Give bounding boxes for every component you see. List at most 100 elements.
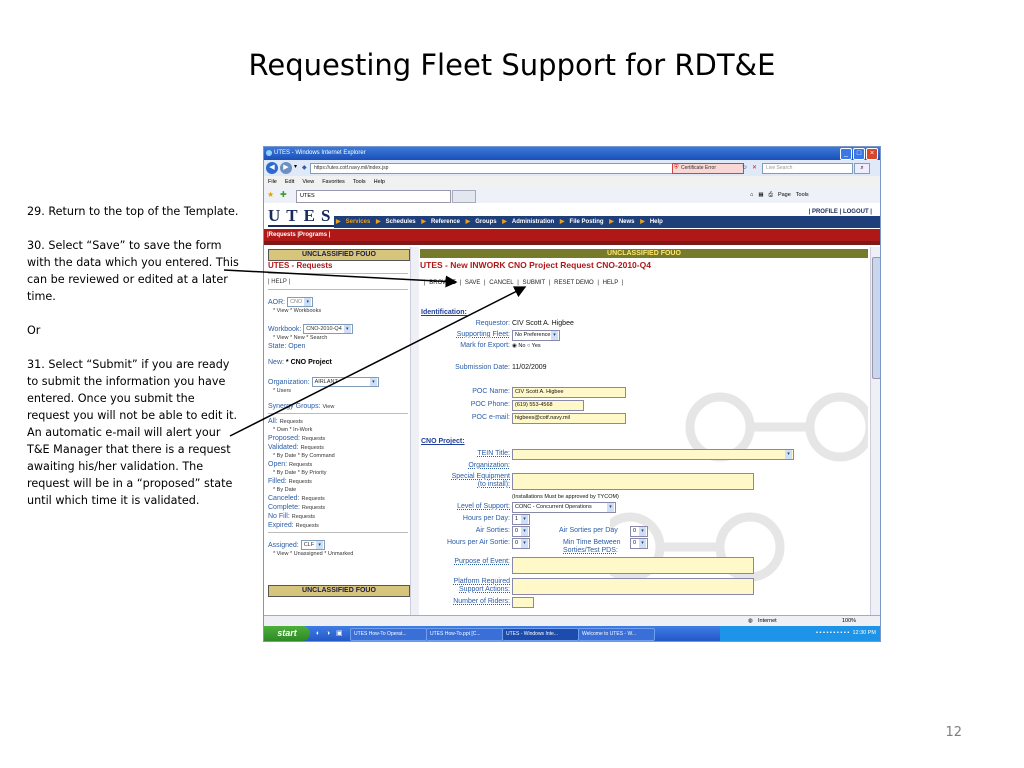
submit-button[interactable]: SUBMIT <box>522 280 546 286</box>
cancel-button[interactable]: CANCEL <box>489 280 514 286</box>
profile-link[interactable]: PROFILE <box>811 209 838 215</box>
task-utes-windows-ie[interactable]: UTES - Windows Inte... <box>502 628 579 641</box>
export-yes-radio[interactable]: ○ <box>526 343 531 349</box>
tab-utes[interactable]: UTES <box>296 190 451 203</box>
save-button[interactable]: SAVE <box>464 280 481 286</box>
home-icon[interactable]: ⌂ <box>750 192 754 198</box>
url-input[interactable]: https://utes.cotf.navy.mil/index.jsp <box>310 163 679 174</box>
supporting-fleet-select[interactable]: No Preference▾ <box>512 330 560 341</box>
assigned-select[interactable]: CLF▾ <box>300 540 326 550</box>
organization-links[interactable]: * Users <box>273 388 292 394</box>
poc-name-input[interactable]: CIV Scott A. Higbee <box>512 387 626 398</box>
menu-help[interactable]: Help <box>373 179 385 185</box>
export-no-radio[interactable]: ◉ <box>512 343 517 349</box>
new-tab-button[interactable] <box>452 190 476 203</box>
riders-label[interactable]: Number of Riders: <box>453 598 510 605</box>
nav-news[interactable]: News <box>618 219 635 225</box>
workbook-links[interactable]: * View * New * Search <box>273 335 328 341</box>
special-equipment-label-2[interactable]: (to install): <box>477 481 510 488</box>
tein-title-select[interactable]: ▾ <box>512 449 794 460</box>
scrollbar-thumb[interactable] <box>872 257 880 379</box>
minimize-button[interactable]: _ <box>840 148 852 160</box>
nav-administration[interactable]: Administration <box>511 219 555 225</box>
search-icon[interactable]: ⌕ <box>854 163 870 174</box>
open-links[interactable]: * By Date * By Priority <box>273 470 327 476</box>
add-favorite-icon[interactable]: ✚ <box>280 190 287 199</box>
logout-link[interactable]: LOGOUT <box>842 209 869 215</box>
validated-links[interactable]: * By Date * By Command <box>273 453 335 459</box>
nav-services[interactable]: Services <box>345 219 371 225</box>
poc-phone-input[interactable]: (619) 553-4568 <box>512 400 584 411</box>
min-time-label-2[interactable]: Sorties/Test PDS: <box>563 547 618 554</box>
menu-file[interactable]: File <box>268 179 277 185</box>
task-utes-how-to-ppt[interactable]: UTES How-To.ppt [C... <box>426 628 503 641</box>
back-button[interactable]: ◀ <box>266 162 278 174</box>
quicklaunch-outlook-icon[interactable]: ◑ <box>326 630 331 637</box>
min-time-select[interactable]: 0▾ <box>630 538 648 549</box>
nav-groups[interactable]: Groups <box>475 219 497 225</box>
certificate-error-badge[interactable]: Certificate Error <box>672 163 744 174</box>
form-scrollbar[interactable] <box>870 247 880 615</box>
feeds-icon[interactable]: ▦ <box>758 192 764 198</box>
reset-demo-button[interactable]: RESET DEMO <box>554 280 594 286</box>
form-help-button[interactable]: HELP <box>602 280 619 286</box>
riders-input[interactable] <box>512 597 534 608</box>
search-input[interactable]: Live Search <box>762 163 853 174</box>
platform-label-2[interactable]: Support Actions: <box>459 586 510 593</box>
sidebar-help-link[interactable]: | HELP | <box>268 279 291 285</box>
purpose-textarea[interactable] <box>512 557 754 574</box>
all-links[interactable]: * Own * In-Work <box>273 427 313 433</box>
sidebar-scrollbar[interactable] <box>410 247 419 615</box>
forward-button[interactable]: ▶ <box>280 162 292 174</box>
level-of-support-select[interactable]: CONC - Concurrent Operations▾ <box>512 502 616 513</box>
history-dropdown-icon[interactable]: ▾ <box>294 164 298 170</box>
aor-select[interactable]: CNO▾ <box>287 297 314 307</box>
nav-file-posting[interactable]: File Posting <box>569 219 604 225</box>
hours-per-day-select[interactable]: 1▾ <box>512 514 530 525</box>
poc-email-input[interactable]: higbees@cotf.navy.mil <box>512 413 626 424</box>
task-welcome-to-utes[interactable]: Welcome to UTES - W... <box>578 628 655 641</box>
maximize-button[interactable]: □ <box>853 148 865 160</box>
aor-links[interactable]: * View * Workbooks <box>273 308 322 314</box>
close-button[interactable]: × <box>866 148 878 160</box>
nav-schedules[interactable]: Schedules <box>385 219 416 225</box>
print-icon[interactable]: ⎙ <box>768 192 773 198</box>
quicklaunch-ie-icon[interactable]: ◐ <box>316 630 321 637</box>
utes-logo[interactable]: UTES <box>268 206 337 225</box>
air-sorties-per-day-select[interactable]: 0▾ <box>630 526 648 537</box>
air-sorties-select[interactable]: 0▾ <box>512 526 530 537</box>
organization-label[interactable]: Organization: <box>468 462 510 469</box>
menu-view[interactable]: View <box>302 179 315 185</box>
nav-help[interactable]: Help <box>649 219 663 225</box>
special-equipment-textarea[interactable] <box>512 473 754 490</box>
refresh-icon[interactable]: ↻ <box>742 165 748 171</box>
synergy-view-link[interactable]: View <box>322 404 335 410</box>
hours-per-sortie-select[interactable]: 0▾ <box>512 538 530 549</box>
menu-favorites[interactable]: Favorites <box>322 179 345 185</box>
platform-textarea[interactable] <box>512 578 754 595</box>
tray-icons[interactable]: ▪ ▪ ▪ ▪ ▪ ▪ ▪ ▪ ▪ ▪ <box>816 630 853 636</box>
browse-button[interactable]: BROWSE <box>429 280 456 286</box>
workbook-select[interactable]: CNO-2010-Q4▾ <box>303 324 353 334</box>
sub-nav[interactable]: |Requests |Programs | <box>264 229 880 241</box>
nav-reference[interactable]: Reference <box>430 219 460 225</box>
favorites-star-icon[interactable]: ★ <box>267 190 275 199</box>
supporting-fleet-label[interactable]: Supporting Fleet: <box>456 331 510 338</box>
platform-label[interactable]: Platform Required <box>453 578 510 585</box>
task-utes-how-to-operat[interactable]: UTES How-To Operat... <box>350 628 427 641</box>
tools-menu[interactable]: Tools <box>795 192 809 198</box>
purpose-label[interactable]: Purpose of Event: <box>454 558 510 565</box>
stop-icon[interactable]: ✕ <box>752 165 758 171</box>
menu-edit[interactable]: Edit <box>284 179 295 185</box>
quicklaunch-desktop-icon[interactable]: ▣ <box>336 630 343 637</box>
zoom-level[interactable]: 100% <box>842 618 857 624</box>
menu-tools[interactable]: Tools <box>352 179 366 185</box>
special-equipment-label[interactable]: Special Equipment <box>451 473 510 480</box>
organization-select[interactable]: AIRLANT▾ <box>311 377 379 387</box>
start-button[interactable]: start <box>264 626 310 641</box>
assigned-links[interactable]: * View * Unassigned * Unmarked <box>273 551 354 557</box>
filled-links[interactable]: * By Date <box>273 487 297 493</box>
page-menu[interactable]: Page <box>777 192 791 198</box>
tein-title-label[interactable]: TEIN Title: <box>477 450 510 457</box>
level-of-support-label[interactable]: Level of Support: <box>457 503 510 510</box>
